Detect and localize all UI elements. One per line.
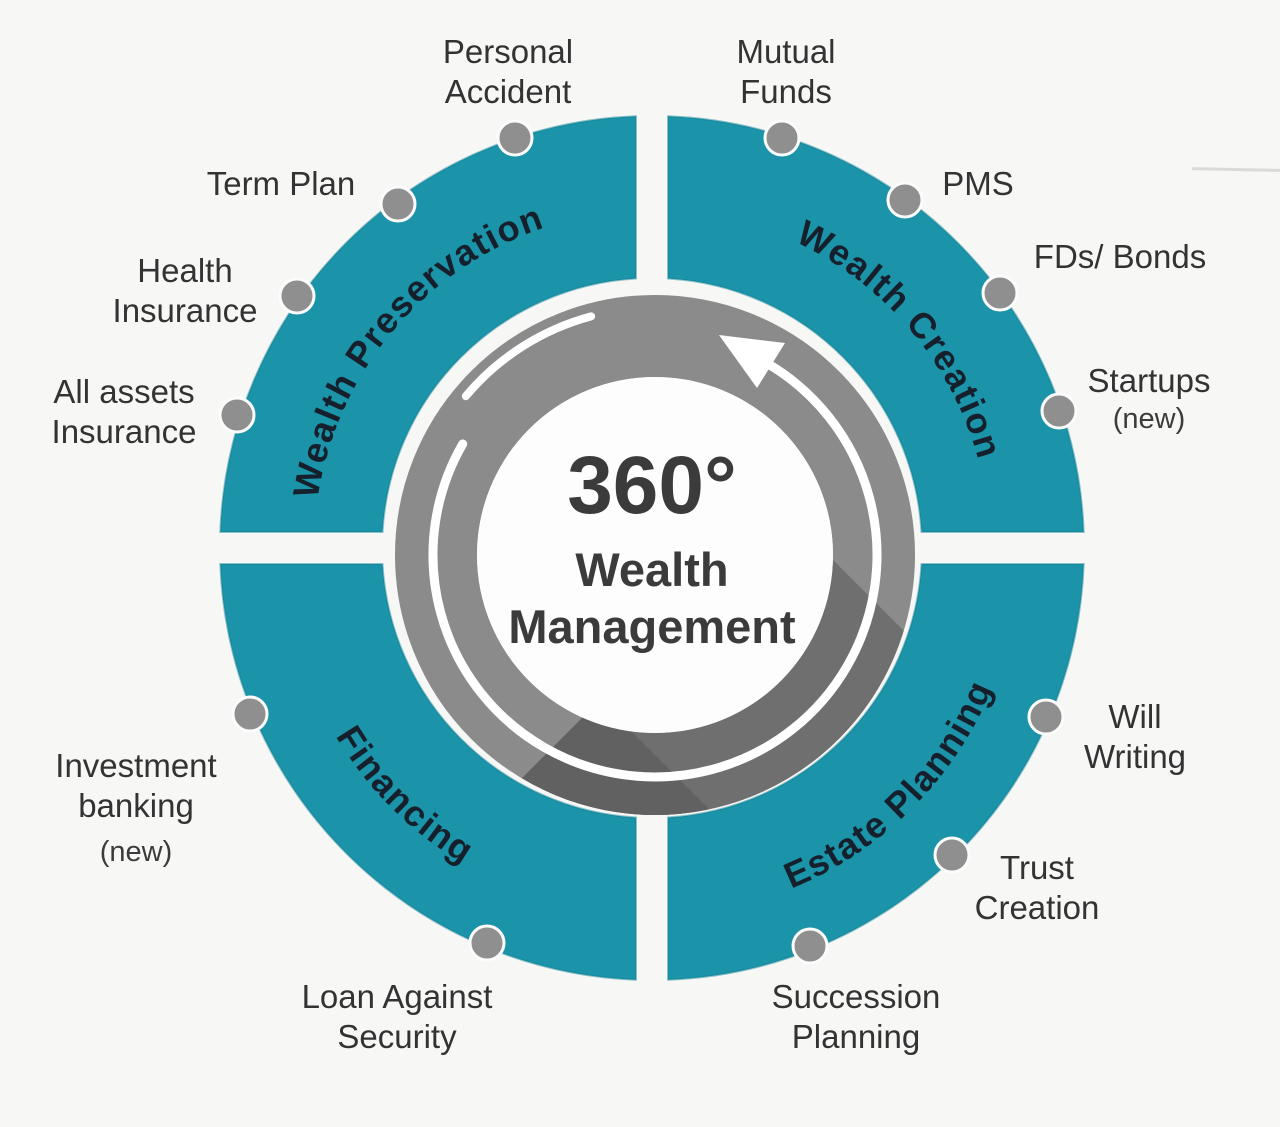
quadrant-financing	[219, 563, 637, 981]
center-degree-text: 360°	[567, 440, 737, 531]
center-title-line1: Wealth	[575, 543, 728, 596]
dot-startups	[1040, 392, 1078, 430]
quadrant-wealth-creation	[667, 115, 1085, 533]
label-fds-bonds: FDs/ Bonds	[1033, 238, 1207, 275]
label-startups: Startups (new)	[1087, 362, 1211, 435]
label-all-assets-insurance: All assets Insurance	[51, 373, 197, 450]
dot-loan-against-security	[468, 924, 506, 962]
quadrant-wealth-preservation	[219, 115, 637, 533]
dot-investment-banking	[231, 695, 269, 733]
center-title-line2: Management	[508, 600, 796, 653]
dot-fds-bonds	[981, 274, 1019, 312]
dot-will-writing	[1027, 698, 1065, 736]
dot-personal-accident	[496, 119, 534, 157]
label-investment-banking: Investment banking (new)	[55, 747, 217, 868]
label-pms: PMS	[942, 165, 1014, 202]
label-trust-creation: Trust Creation	[974, 849, 1100, 926]
label-term-plan: Term Plan	[206, 165, 356, 202]
dot-pms	[886, 181, 924, 219]
dot-succession-planning	[791, 927, 829, 965]
center-circle	[477, 377, 833, 733]
dot-mutual-funds	[763, 119, 801, 157]
label-mutual-funds: Mutual Funds	[736, 33, 836, 110]
label-will-writing: Will Writing	[1083, 698, 1187, 775]
dot-trust-creation	[933, 836, 971, 874]
quadrant-estate-planning	[667, 563, 1085, 981]
label-personal-accident: Personal Accident	[442, 33, 574, 110]
label-loan-against-security: Loan Against Security	[301, 978, 493, 1055]
arrow-arc	[428, 358, 882, 782]
dot-term-plan	[379, 185, 417, 223]
dot-health-insurance	[278, 277, 316, 315]
label-succession-planning: Succession Planning	[771, 978, 941, 1055]
arrow-tail-line	[461, 312, 596, 401]
dot-all-assets-insurance	[218, 396, 256, 434]
arrow-head-icon	[719, 335, 785, 388]
label-health-insurance: Health Insurance	[112, 252, 258, 329]
